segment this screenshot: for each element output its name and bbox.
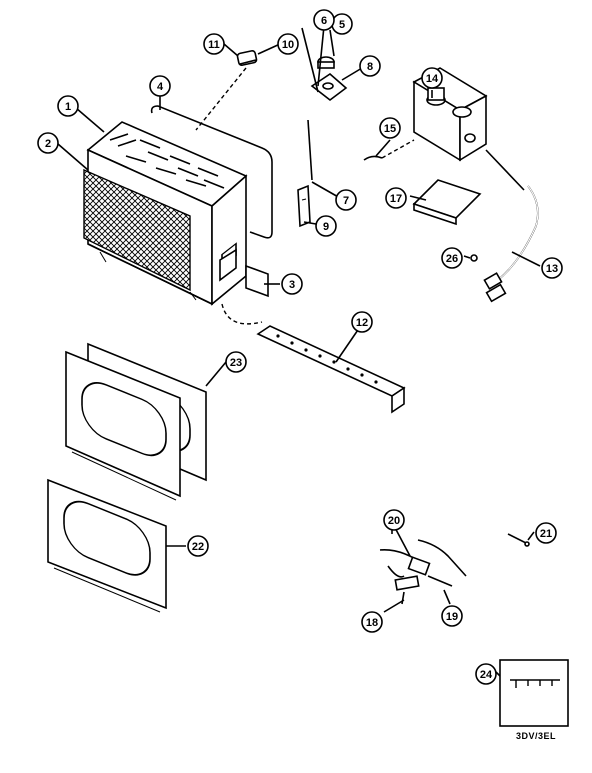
callout-circle — [37, 132, 59, 154]
callout-number: 14 — [426, 73, 439, 85]
pilot-assembly-part — [379, 521, 467, 605]
callout-3: 3 — [281, 273, 303, 295]
callout-8: 8 — [359, 55, 381, 77]
callout-number: 2 — [45, 138, 51, 150]
callout-number: 22 — [192, 541, 204, 553]
nut-part — [470, 254, 478, 262]
callout-2: 2 — [37, 132, 59, 154]
callout-circle — [359, 55, 381, 77]
callout-26: 26 — [441, 247, 463, 269]
callout-circle — [441, 605, 463, 627]
callout-17: 17 — [385, 187, 407, 209]
radiant-panel-front-part — [65, 350, 181, 501]
callout-circle — [351, 311, 373, 333]
callout-13: 13 — [541, 257, 563, 279]
callout-19: 19 — [441, 605, 463, 627]
callout-circle — [315, 215, 337, 237]
callout-11: 11 — [203, 33, 225, 55]
thermocouple-clip-part — [363, 139, 415, 161]
callout-number: 9 — [323, 221, 329, 233]
callout-circle — [335, 189, 357, 211]
callout-circle — [57, 95, 79, 117]
callout-circle — [535, 522, 557, 544]
model-code: 3DV/3EL — [516, 731, 556, 741]
callout-22: 22 — [187, 535, 209, 557]
callout-circle — [441, 247, 463, 269]
callout-number: 13 — [546, 263, 558, 275]
callout-number: 20 — [388, 515, 400, 527]
callout-number: 1 — [65, 101, 71, 113]
assembly-dash-line — [221, 303, 263, 325]
assembly-dash-line-2 — [195, 67, 247, 131]
callout-14: 14 — [421, 67, 443, 89]
callout-23: 23 — [225, 351, 247, 373]
callout-circle — [379, 117, 401, 139]
callout-15: 15 — [379, 117, 401, 139]
callout-7: 7 — [335, 189, 357, 211]
callout-circle — [277, 33, 299, 55]
callout-circle — [383, 509, 405, 531]
callout-10: 10 — [277, 33, 299, 55]
callout-circle — [361, 611, 383, 633]
burner-part — [256, 325, 406, 414]
callout-circle — [385, 187, 407, 209]
callout-4: 4 — [149, 75, 171, 97]
callout-12: 12 — [351, 311, 373, 333]
supply-tube-part — [483, 149, 539, 303]
callout-circle — [475, 663, 497, 685]
label-part — [499, 659, 569, 727]
rod-part — [307, 119, 313, 181]
knob-assembly-part — [301, 27, 348, 102]
callout-5: 5 — [331, 13, 353, 35]
callout-number: 10 — [282, 39, 294, 51]
callout-number: 18 — [366, 617, 378, 629]
callout-number: 19 — [446, 611, 458, 623]
callout-circle — [421, 67, 443, 89]
callout-24: 24 — [475, 663, 497, 685]
electrode-part — [507, 533, 530, 547]
callout-1: 1 — [57, 95, 79, 117]
callout-number: 26 — [446, 253, 458, 265]
callout-number: 6 — [321, 15, 327, 27]
callout-number: 12 — [356, 317, 368, 329]
gas-valve-part — [412, 67, 488, 162]
callout-circle — [187, 535, 209, 557]
heater-cabinet-part — [83, 121, 248, 306]
radiant-panel-lower-part — [47, 478, 167, 613]
callout-circle — [225, 351, 247, 373]
callout-circle — [149, 75, 171, 97]
leader-lines — [57, 25, 541, 677]
callout-number: 24 — [480, 669, 493, 681]
callout-number: 4 — [157, 81, 164, 93]
callout-number: 23 — [230, 357, 242, 369]
bracket-part — [297, 184, 311, 228]
callout-21: 21 — [535, 522, 557, 544]
callout-20: 20 — [383, 509, 405, 531]
callout-18: 18 — [361, 611, 383, 633]
callout-number: 17 — [390, 193, 402, 205]
callout-circle — [541, 257, 563, 279]
callout-number: 15 — [384, 123, 396, 135]
callout-number: 8 — [367, 61, 373, 73]
callout-6: 6 — [313, 9, 335, 31]
mount-plate-part — [412, 179, 482, 226]
callout-9: 9 — [315, 215, 337, 237]
callout-circle — [203, 33, 225, 55]
callout-number: 11 — [208, 39, 220, 51]
callout-number: 5 — [339, 19, 345, 31]
plate-part — [245, 264, 269, 298]
callout-number: 3 — [289, 279, 295, 291]
callout-circle — [313, 9, 335, 31]
callout-number: 21 — [540, 528, 552, 540]
callout-circle — [281, 273, 303, 295]
callout-number: 7 — [343, 195, 349, 207]
cap-part — [236, 50, 258, 66]
